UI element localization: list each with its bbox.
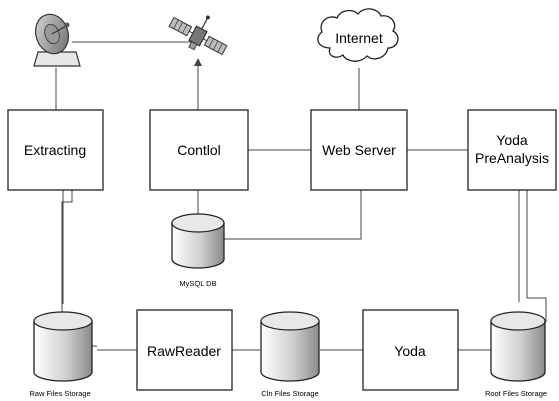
internet-cloud: Internet <box>317 8 399 62</box>
yoda-preanalysis-node: Yoda PreAnalysis <box>467 109 557 191</box>
database-icon <box>260 311 320 382</box>
root-files-storage: Root Files Storage <box>485 311 547 398</box>
mysql-db-label: MySQL DB <box>179 279 216 288</box>
webserver-node: Web Server <box>310 109 408 191</box>
extracting-label: Extracting <box>24 142 86 158</box>
root-files-label: Root Files Storage <box>485 389 547 398</box>
connector-lines <box>55 41 547 351</box>
cloud-icon <box>317 8 399 62</box>
webserver-mysql-link <box>223 190 362 240</box>
mysql-db-storage: MySQL DB <box>171 213 225 288</box>
rawreader-label: RawReader <box>147 343 221 359</box>
database-icon <box>33 311 93 382</box>
rawreader-node: RawReader <box>136 309 233 391</box>
yoda-label: Yoda <box>394 343 426 359</box>
webserver-label: Web Server <box>322 142 396 158</box>
cln-files-label: Cln Files Storage <box>261 389 319 398</box>
satellite-dish-icon <box>33 13 81 67</box>
satellite-icon <box>168 15 228 56</box>
database-icon <box>171 213 225 269</box>
raw-files-label: Raw Files Storage <box>29 389 90 398</box>
extracting-node: Extracting <box>7 109 104 191</box>
database-icon <box>490 311 546 382</box>
control-label: Contlol <box>177 142 221 158</box>
preanalysis-rootfiles-link-b <box>526 190 547 322</box>
cln-files-storage: Cln Files Storage <box>260 311 320 398</box>
yoda-node: Yoda <box>362 309 459 391</box>
raw-files-storage: Raw Files Storage <box>29 311 93 398</box>
control-node: Contlol <box>149 109 249 191</box>
yoda-preanalysis-label-line2: PreAnalysis <box>475 150 549 166</box>
internet-label: Internet <box>335 30 383 46</box>
yoda-preanalysis-label-line1: Yoda <box>496 132 528 148</box>
